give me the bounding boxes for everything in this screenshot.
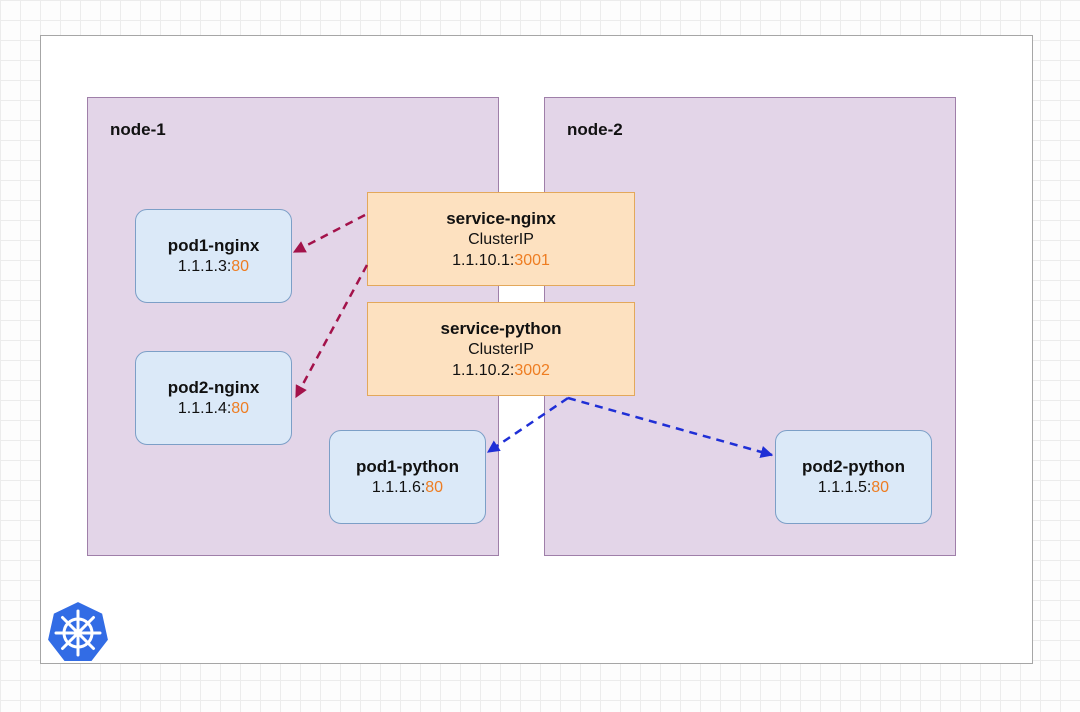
arrow-service-python-to-pod1-python (486, 396, 569, 454)
service-address: 1.1.10.2:3002 (452, 360, 550, 381)
service-type: ClusterIP (468, 230, 534, 248)
service-name: service-python (440, 318, 562, 338)
pod-port: 80 (231, 258, 250, 275)
service-address: 1.1.10.1:3001 (452, 250, 550, 271)
pod1-python-box: pod1-python 1.1.1.6:80 (329, 430, 486, 524)
pod-name: pod1-nginx (167, 236, 260, 255)
pod-ip: 1.1.1.6: (371, 479, 426, 496)
service-python-box: service-python ClusterIP 1.1.10.2:3002 (367, 302, 635, 396)
pod-name: pod2-python (802, 457, 905, 476)
service-ip: 1.1.10.1: (452, 251, 515, 269)
pod-port: 80 (871, 479, 890, 496)
arrow-service-python-to-pod2-python (567, 396, 774, 458)
pod-port: 80 (425, 479, 444, 496)
service-nginx-box: service-nginx ClusterIP 1.1.10.1:3001 (367, 192, 635, 286)
service-name: service-nginx (446, 208, 556, 228)
pod1-nginx-box: pod1-nginx 1.1.1.3:80 (135, 209, 292, 303)
pod-address: 1.1.1.5:80 (818, 477, 889, 498)
pod-name: pod2-nginx (167, 378, 260, 397)
arrow-service-nginx-to-pod1-nginx (292, 213, 366, 254)
pod-port: 80 (231, 400, 250, 417)
pod2-python-box: pod2-python 1.1.1.5:80 (775, 430, 932, 524)
pod-address: 1.1.1.6:80 (372, 477, 443, 498)
service-type: ClusterIP (468, 340, 534, 358)
service-ip: 1.1.10.2: (452, 361, 515, 379)
pod-name: pod1-python (356, 457, 459, 476)
pod-ip: 1.1.1.4: (177, 400, 232, 417)
pod2-nginx-box: pod2-nginx 1.1.1.4:80 (135, 351, 292, 445)
pod-ip: 1.1.1.5: (817, 479, 872, 496)
service-port: 3002 (514, 361, 550, 379)
pod-address: 1.1.1.3:80 (178, 256, 249, 277)
pod-address: 1.1.1.4:80 (178, 398, 249, 419)
node-label: node-2 (567, 120, 623, 139)
pod-ip: 1.1.1.3: (177, 258, 232, 275)
service-port: 3001 (514, 251, 550, 269)
arrow-service-nginx-to-pod2-nginx (294, 264, 369, 399)
node-label: node-1 (110, 120, 166, 139)
kubernetes-helm-icon (45, 600, 111, 663)
